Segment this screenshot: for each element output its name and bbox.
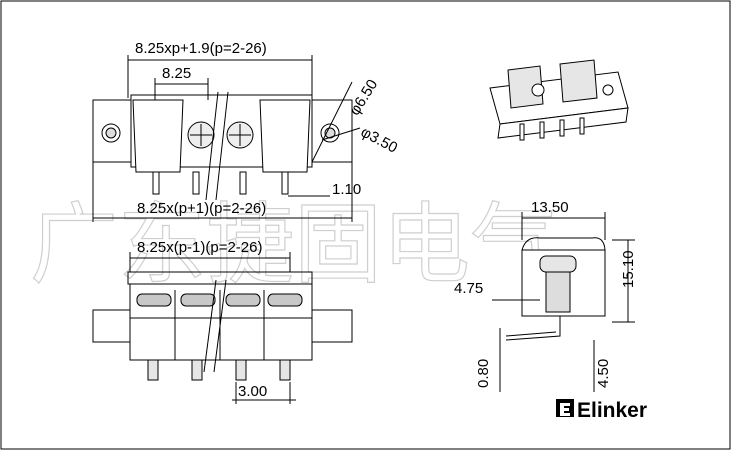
label-pin-thickness: 0.80 [475, 359, 492, 388]
left-cover [132, 99, 184, 173]
top-view [92, 55, 361, 222]
iso-mount-hole [602, 84, 614, 96]
side-pin-inner [505, 331, 557, 337]
clamp-1 [136, 293, 172, 307]
elinker-logo-icon [556, 399, 574, 417]
front-pin-4 [279, 359, 291, 381]
top-pin-2 [192, 171, 200, 195]
front-break-b [213, 279, 227, 373]
clamp-4 [267, 293, 303, 307]
right-cover [259, 99, 311, 173]
iso-pin-1 [519, 123, 525, 141]
label-overall-width: 8.25xp+1.9(p=2-26) [135, 40, 267, 57]
break-line-a [205, 91, 219, 201]
label-side-offset: 4.75 [454, 280, 483, 297]
top-pin-1 [152, 171, 160, 195]
iso-cover-2 [559, 59, 598, 103]
top-view-body [130, 94, 313, 168]
front-view [92, 252, 353, 404]
iso-screw [531, 83, 545, 97]
leader-hole-diameter [321, 127, 361, 141]
iso-pin-4 [579, 117, 585, 135]
watermark-text: 广东捷固电气 [30, 195, 558, 294]
label-hole-diameter: φ3.50 [358, 123, 400, 156]
right-mount-hole-outer [320, 123, 340, 143]
label-side-width: 13.50 [531, 199, 569, 216]
label-span-plus: 8.25x(p+1)(p=2-26) [137, 200, 266, 217]
top-pin-4 [281, 171, 289, 195]
side-cover-arc [521, 237, 606, 251]
brand-name: Elinker [577, 399, 647, 422]
left-mount-hole-outer [101, 123, 121, 143]
side-clamp [545, 271, 571, 313]
iso-pin-2 [539, 121, 545, 139]
front-pin-1 [147, 359, 159, 381]
side-pin-bend [505, 315, 561, 341]
iso-cover-1 [507, 65, 544, 109]
label-pitch: 8.25 [162, 65, 191, 82]
side-view [492, 212, 635, 392]
label-side-height: 15.10 [620, 250, 637, 288]
label-pin-width: 3.00 [238, 383, 267, 400]
isometric-view [489, 59, 629, 141]
left-mount-hole [105, 127, 117, 139]
label-pin-length: 4.50 [595, 359, 612, 388]
iso-pin-3 [559, 119, 565, 137]
front-break-a [203, 279, 217, 373]
break-line-b [215, 91, 229, 201]
clamp-3 [225, 293, 261, 307]
leader-outer-diameter [311, 81, 353, 163]
label-pin-offset: 1.10 [332, 181, 361, 198]
top-pin-3 [239, 171, 247, 195]
front-pin-2 [191, 359, 203, 381]
label-span-minus: 8.25x(p-1)(p=2-26) [137, 239, 262, 256]
clamp-2 [180, 293, 216, 307]
front-pin-3 [235, 359, 247, 381]
side-screw-head [539, 255, 577, 273]
